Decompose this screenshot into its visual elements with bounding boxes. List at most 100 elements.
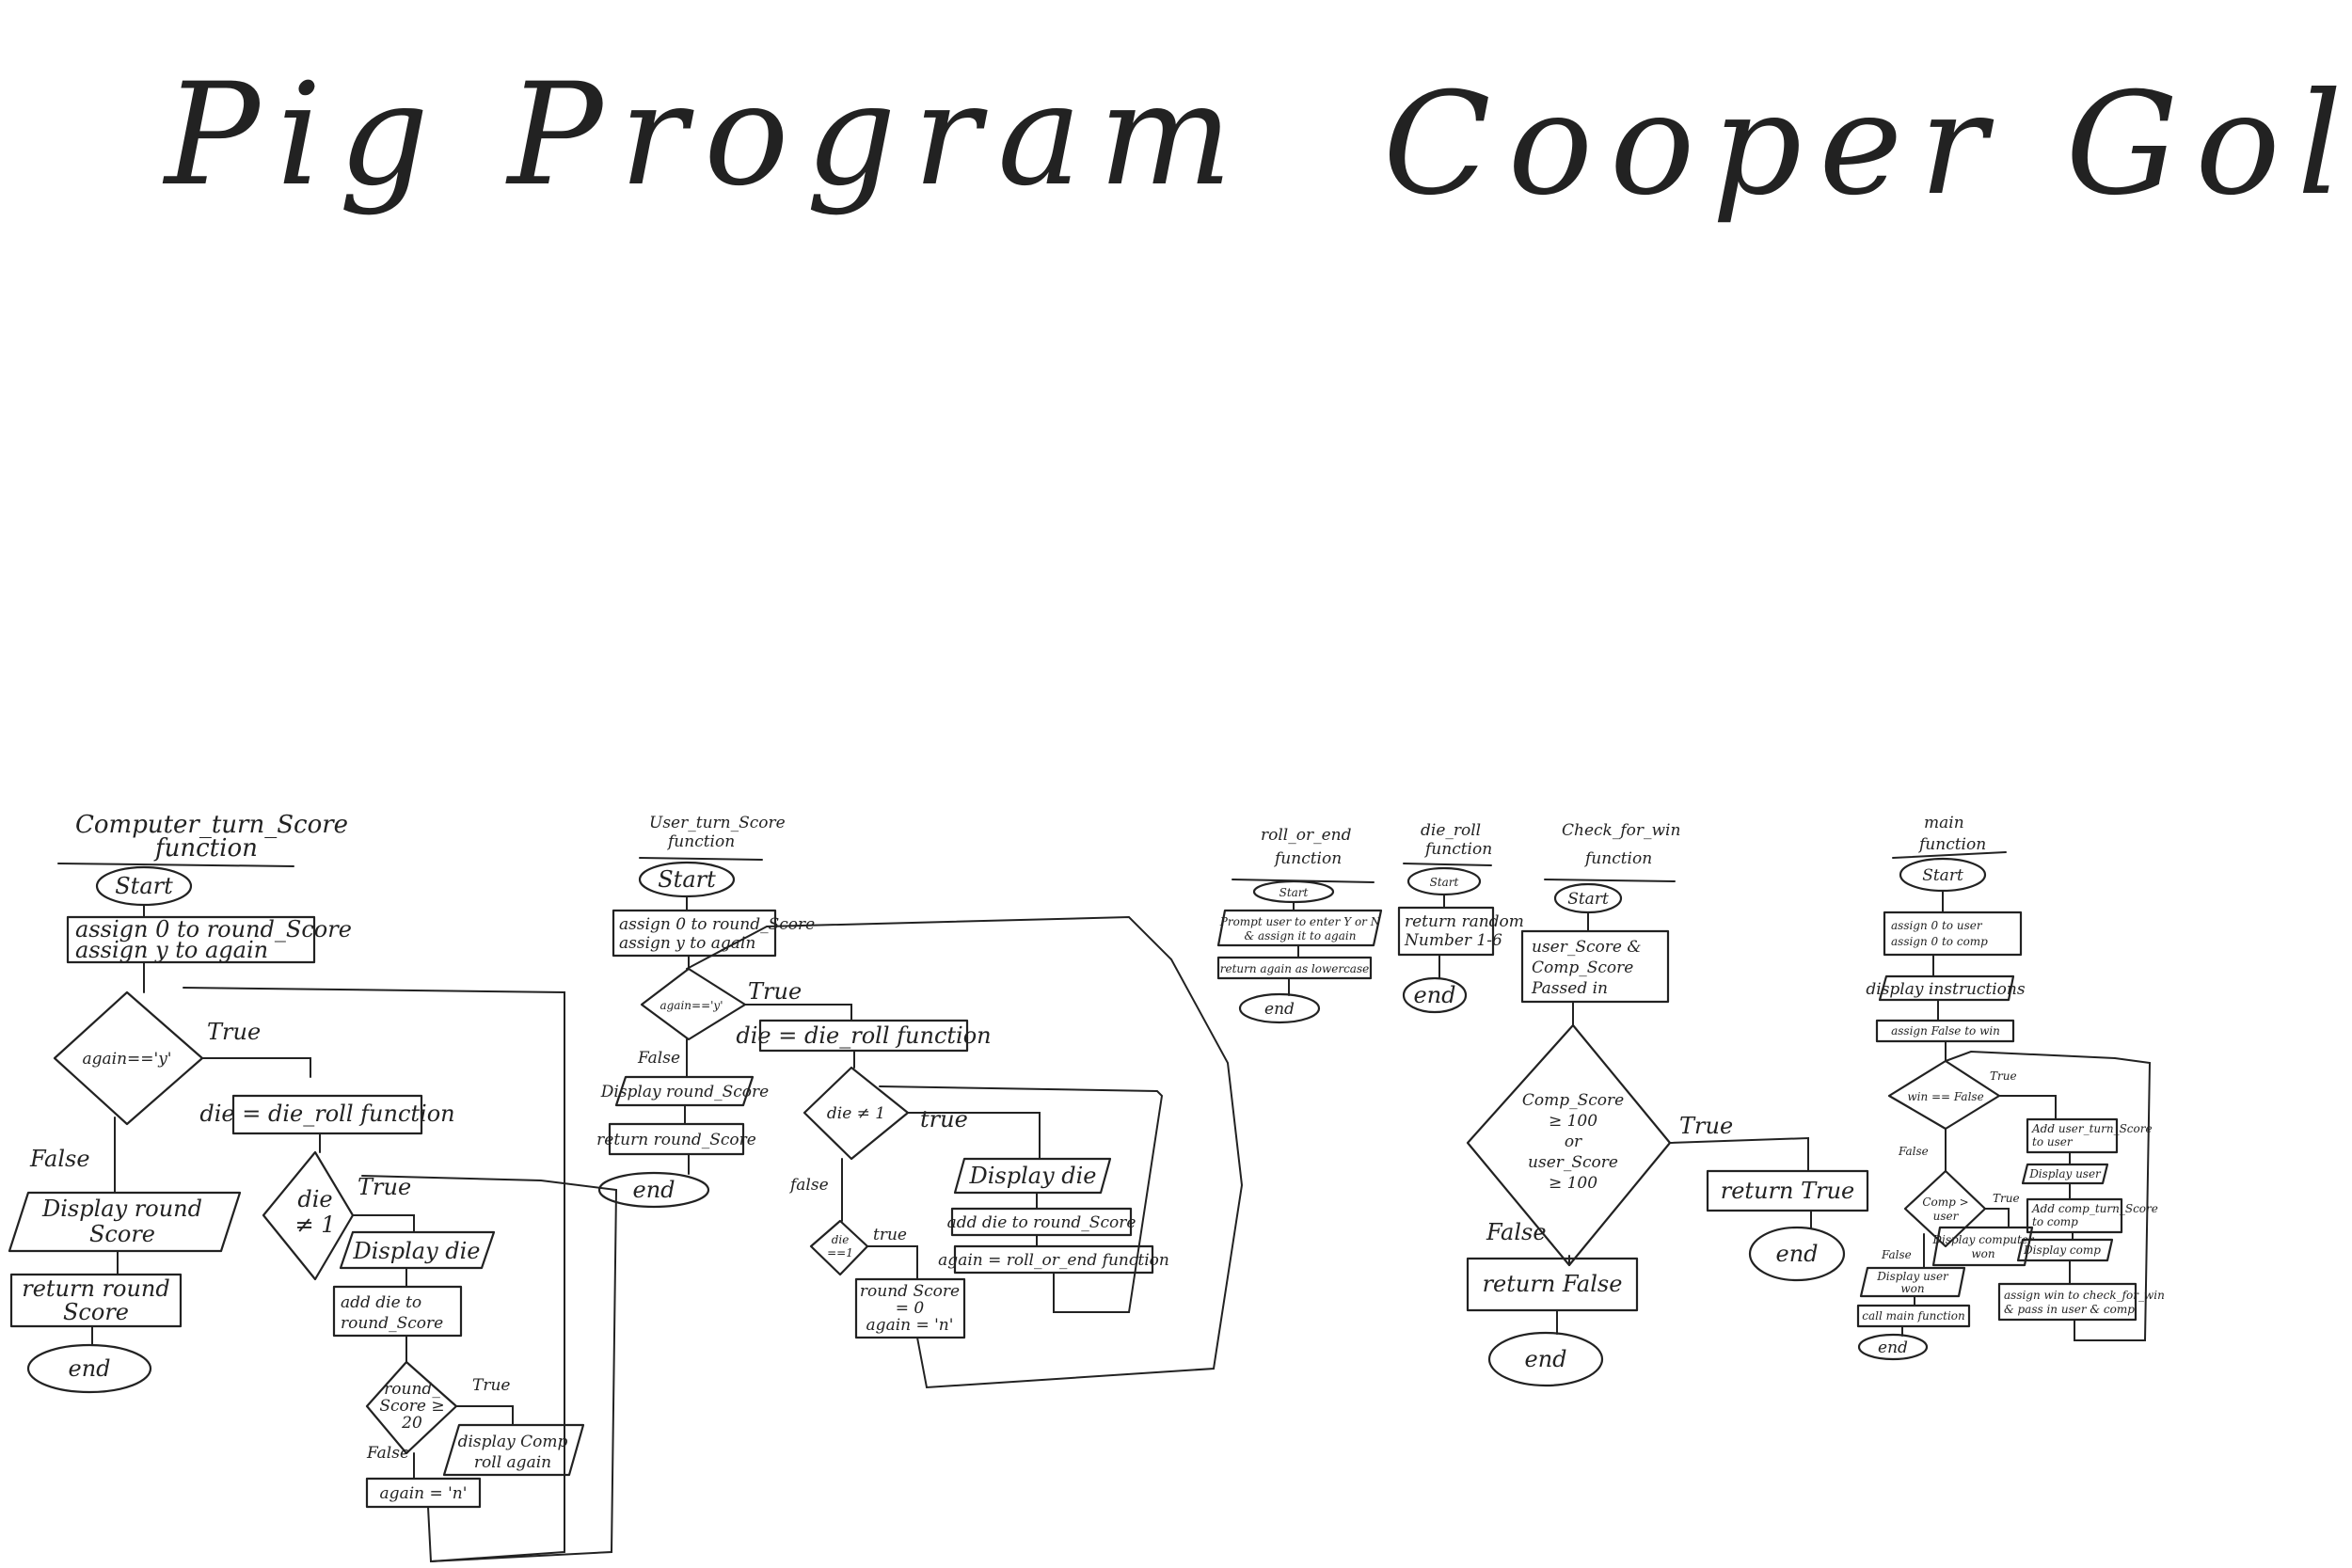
display-die-label: Display die — [968, 1163, 1096, 1189]
comp-user-line-2: user — [1933, 1210, 1960, 1223]
assign-line-2: assign 0 to comp — [1891, 935, 1988, 948]
loop-back — [1945, 1050, 2152, 1341]
heading-underline — [57, 863, 294, 867]
assign-line-1: assign 0 to user — [1891, 919, 1983, 932]
flowchart-roll-or-end: roll_or_end function Start Prompt user t… — [1216, 826, 1383, 1024]
heading-line-1: User_turn_Score — [649, 814, 786, 832]
false-label: False — [29, 1146, 90, 1172]
prompt-io — [1216, 909, 1383, 947]
decision-die-not-one — [262, 1150, 355, 1281]
die-roll-process — [758, 1019, 969, 1053]
display-die-io — [953, 1157, 1112, 1195]
display-round-io — [8, 1191, 242, 1253]
arrow-true — [201, 1057, 311, 1078]
prompt-line-1: Prompt user to enter Y or N — [1219, 915, 1381, 928]
assign-win-label: assign False to win — [1891, 1024, 2000, 1037]
die-ne-line-2: ≠ 1 — [294, 1212, 335, 1238]
return-round-process — [9, 1273, 183, 1328]
return-label: return again as lowercase — [1220, 962, 1369, 975]
display-die-label: Display die — [352, 1238, 480, 1264]
assign-win-check-process — [1997, 1282, 2137, 1322]
decision-line-1: Comp_Score — [1522, 1091, 1624, 1110]
passed-line-3: Passed in — [1531, 979, 1608, 998]
return-round-line-2: Score — [63, 1299, 129, 1325]
heading-line-1: roll_or_end — [1261, 826, 1352, 845]
assign-line-2: assign y to again — [619, 934, 755, 953]
arrow-true — [1998, 1095, 2057, 1120]
passed-process — [1520, 929, 1670, 1004]
return-true-process — [1706, 1169, 1869, 1212]
end-label: end — [1878, 1338, 1908, 1357]
decision-line-5: ≥ 100 — [1549, 1174, 1597, 1193]
assign-line-2: assign y to again — [75, 937, 268, 963]
heading-line-1: Check_for_win — [1562, 821, 1680, 840]
heading-line-1: Computer_turn_Score — [75, 811, 348, 839]
arrow-true2 — [907, 1112, 1041, 1160]
add-die-process — [950, 1207, 1133, 1237]
heading-line-2: function — [1423, 840, 1492, 859]
round-check-line-2: Score ≥ — [379, 1397, 444, 1416]
round-check-line-3: 20 — [401, 1414, 422, 1433]
loop-back-outer — [183, 987, 565, 1562]
display-comp-line-2: roll again — [474, 1453, 551, 1472]
arrow-true2 — [352, 1214, 415, 1233]
display-user-won-line-1: Display user — [1876, 1270, 1949, 1283]
end-terminal — [1238, 992, 1321, 1024]
return-false-process — [1466, 1257, 1639, 1312]
display-comp-won-line-2: won — [1971, 1247, 1994, 1260]
display-round-line-2: Score — [89, 1221, 155, 1247]
decision-label: win == False — [1907, 1090, 1983, 1103]
end-label: end — [632, 1177, 675, 1203]
return-line-1: return random — [1405, 912, 1524, 931]
decision-line-4: user_Score — [1528, 1153, 1618, 1172]
assign-process — [66, 915, 316, 964]
true2-label: True — [358, 1174, 411, 1200]
loop-back-inner — [879, 1085, 1164, 1313]
end-true-terminal — [1748, 1226, 1846, 1282]
false-label: False — [1486, 1219, 1547, 1245]
arrow-true2 — [1984, 1208, 2010, 1228]
assign-process — [612, 909, 777, 958]
die-eq-line-2: ==1 — [827, 1246, 853, 1259]
heading-underline — [1544, 879, 1676, 882]
title-pig-program: Pig Program — [162, 54, 1249, 217]
display-instructions-label: display instructions — [1866, 980, 2025, 999]
return-round-label: return round_Score — [596, 1131, 756, 1149]
die-roll-process — [231, 1094, 423, 1135]
display-comp-io — [2016, 1238, 2114, 1262]
display-die-io — [339, 1230, 496, 1270]
again-n-process — [365, 1477, 482, 1509]
arrow-true3 — [866, 1245, 918, 1280]
display-comp-label: Display comp — [2023, 1243, 2101, 1257]
arrow-true — [744, 1004, 852, 1022]
false2-label: false — [788, 1176, 829, 1195]
assign-line-1: assign 0 to round_Score — [75, 916, 352, 942]
true2-label: True — [1993, 1192, 2020, 1205]
again-n-label: again = 'n' — [380, 1484, 468, 1503]
start-label: Start — [1567, 890, 1609, 909]
add-die-process — [332, 1285, 463, 1338]
display-user-io — [2021, 1163, 2109, 1185]
true3-label: True — [472, 1376, 510, 1395]
decision-label: again=='y' — [660, 999, 723, 1012]
decision-die-equals-one — [809, 1219, 869, 1276]
end-false-label: end — [1524, 1346, 1566, 1372]
end-label: end — [68, 1355, 110, 1382]
start-label: Start — [115, 873, 173, 899]
comp-user-line-1: Comp > — [1922, 1196, 1968, 1209]
display-user-won-io — [1859, 1266, 1966, 1298]
call-main-label: call main function — [1862, 1309, 1965, 1323]
passed-line-1: user_Score & — [1532, 938, 1642, 957]
assign-win-check-line-2: & pass in user & comp — [2004, 1303, 2135, 1316]
false-label: False — [1898, 1145, 1929, 1158]
display-round-io — [614, 1075, 755, 1107]
true-label: True — [1679, 1113, 1733, 1139]
call-main-process — [1856, 1304, 1971, 1328]
decision-line-3: or — [1565, 1132, 1582, 1151]
true-label: True — [748, 978, 802, 1005]
flowchart-computer-turn-score: Computer_turn_Score function Start assig… — [8, 811, 618, 1563]
end-true-label: end — [1775, 1241, 1818, 1267]
heading-line-2: function — [1917, 835, 1986, 854]
loop-back-outer — [686, 915, 1244, 1389]
